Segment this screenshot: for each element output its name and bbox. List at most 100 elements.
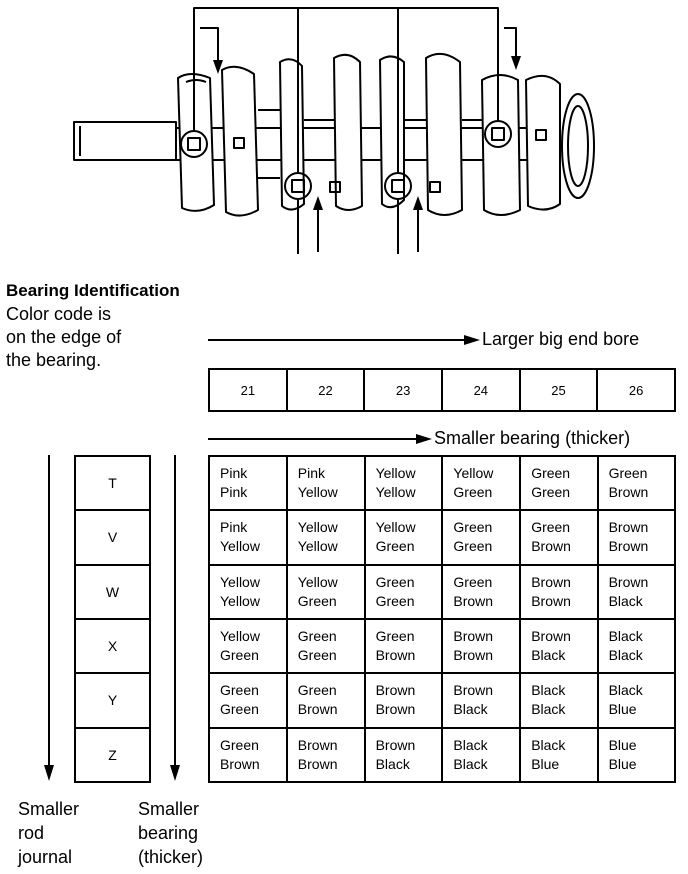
lower-bearing-color: Brown: [375, 701, 416, 718]
upper-bearing-color: Yellow: [297, 519, 338, 536]
lower-bearing-color: Green: [375, 538, 415, 555]
lower-bearing-color: Brown: [608, 538, 649, 555]
lower-bearing-color: Yellow: [220, 538, 260, 555]
lower-bearing-color: Green: [531, 484, 571, 501]
upper-bearing-color: Brown: [531, 573, 571, 590]
lower-bearing-color: Brown: [297, 701, 338, 718]
color-code-note: Color code is on the edge of the bearing…: [6, 304, 122, 370]
section-title: Bearing Identification: [6, 281, 180, 300]
bore-code-cell: 26: [596, 368, 676, 412]
lower-bearing-color: Pink: [220, 484, 248, 501]
rod-journal-label: Smaller rod journal: [18, 799, 80, 867]
upper-bearing-color: Brown: [297, 736, 338, 753]
rod-journal-arrow-line: [48, 455, 50, 767]
journal-code-cell: T: [74, 454, 151, 512]
upper-bearing-color: Brown: [453, 628, 494, 645]
lower-bearing-color: Green: [297, 647, 337, 664]
bearing-arrow-head: [416, 434, 432, 444]
journal-code-cell: Y: [74, 672, 151, 729]
lower-bearing-color: Black: [453, 755, 488, 772]
lower-bearing-color: Green: [453, 484, 493, 501]
upper-bearing-color: Brown: [375, 682, 416, 699]
journal-code-cell: X: [74, 617, 151, 675]
upper-bearing-color: Yellow: [375, 519, 416, 536]
rod-journal-arrow-head: [44, 765, 54, 781]
upper-bearing-color: Brown: [453, 682, 494, 699]
upper-bearing-color: Yellow: [297, 573, 338, 590]
lower-bearing-color: Brown: [531, 592, 571, 609]
lower-bearing-color: Black: [608, 647, 643, 664]
upper-bearing-color: Brown: [608, 519, 649, 536]
journal-code-cell: W: [74, 563, 151, 620]
lower-bearing-color: Brown: [297, 755, 338, 772]
upper-bearing-color: Green: [531, 465, 571, 482]
lower-bearing-color: Black: [531, 701, 566, 718]
upper-bearing-color: Brown: [531, 628, 571, 645]
lower-bearing-color: Black: [608, 592, 643, 609]
upper-bearing-color: Pink: [220, 465, 248, 482]
lower-bearing-color: Green: [220, 647, 259, 664]
bearing-arrow-label: Smaller bearing (thicker): [434, 428, 631, 448]
lower-bearing-color: Yellow: [220, 592, 260, 609]
journal-code-cell: Z: [74, 726, 151, 784]
upper-bearing-color: Green: [297, 682, 337, 699]
bore-code-table: 21 22 23 24 25 26: [208, 368, 676, 412]
upper-bearing-color: Black: [453, 736, 488, 753]
bore-code-cell: 21: [208, 368, 288, 412]
bore-code-cell: 24: [440, 368, 521, 412]
lower-bearing-color: Green: [297, 592, 337, 609]
upper-bearing-color: Green: [531, 519, 571, 536]
lower-bearing-color: Brown: [453, 592, 494, 609]
upper-bearing-color: Green: [453, 519, 493, 536]
lower-bearing-color: Blue: [608, 701, 637, 718]
bearing-thickness-arrow-head: [170, 765, 180, 781]
upper-bearing-color: Yellow: [375, 465, 416, 482]
upper-bearing-color: Green: [220, 736, 259, 753]
bore-code-cell: 22: [285, 368, 366, 412]
upper-bearing-color: Yellow: [220, 628, 260, 645]
lower-bearing-color: Green: [453, 538, 493, 555]
lower-bearing-color: Yellow: [297, 538, 338, 555]
lower-bearing-color: Black: [531, 647, 566, 664]
upper-bearing-color: Brown: [375, 736, 416, 753]
upper-bearing-color: Black: [531, 736, 566, 753]
upper-bearing-color: Black: [531, 682, 566, 699]
bore-arrow-line: [208, 339, 466, 341]
upper-bearing-color: Pink: [297, 465, 326, 482]
lower-bearing-color: Yellow: [297, 484, 338, 501]
upper-bearing-color: Green: [297, 628, 337, 645]
lower-bearing-color: Black: [453, 701, 488, 718]
upper-bearing-color: Yellow: [220, 573, 260, 590]
lower-bearing-color: Brown: [220, 755, 260, 772]
upper-bearing-color: Green: [453, 573, 493, 590]
upper-bearing-color: Green: [375, 573, 415, 590]
lower-bearing-color: Black: [375, 755, 410, 772]
